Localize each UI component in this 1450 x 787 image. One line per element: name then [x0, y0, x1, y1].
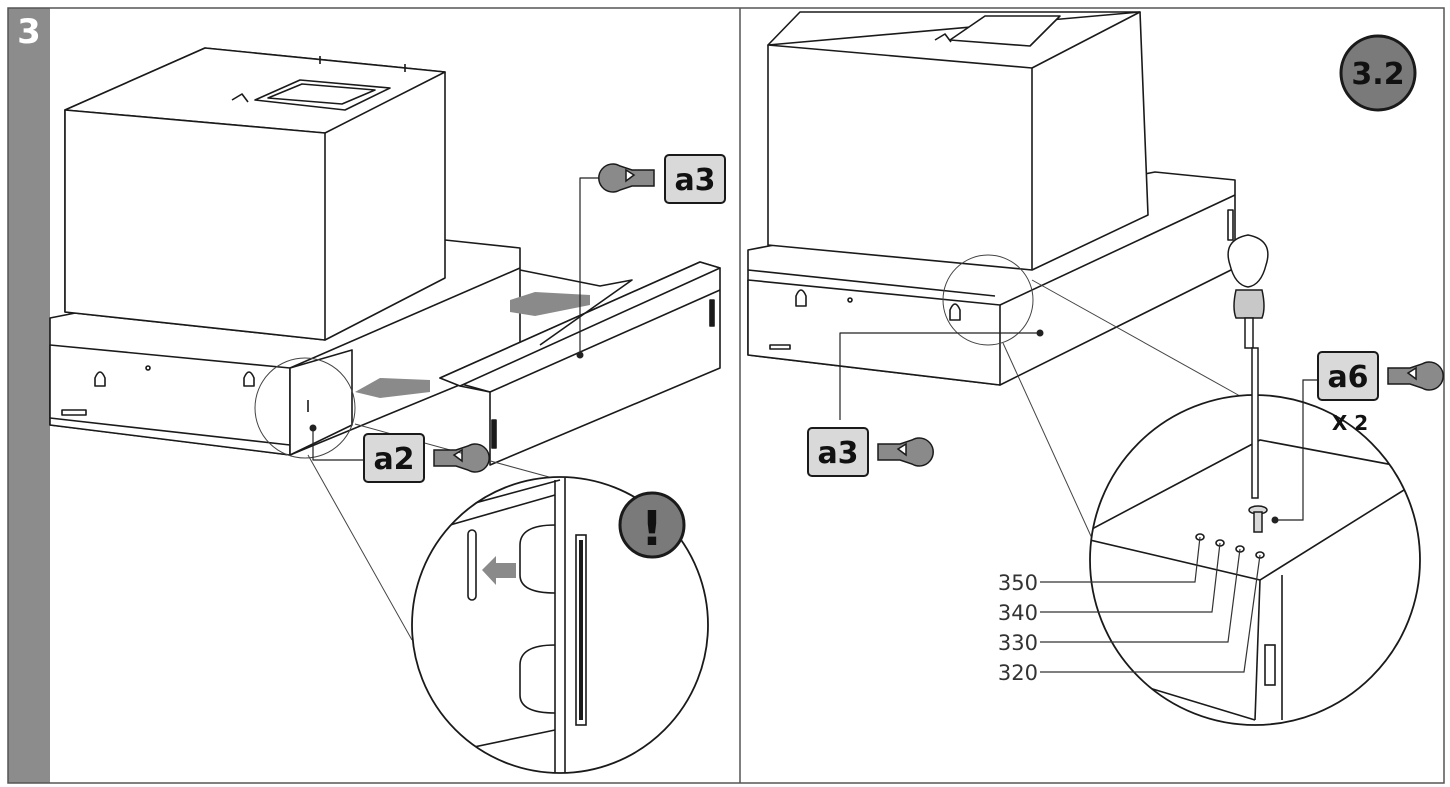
dimension-label: 340 — [998, 601, 1038, 625]
arrow-icon — [355, 378, 430, 398]
dimension-labels: 350 340 330 320 — [998, 571, 1038, 685]
dimension-leaders — [1040, 536, 1261, 673]
tag-label: a3 — [817, 436, 858, 471]
tag-label: a2 — [373, 442, 414, 477]
substep-badge: 3.2 — [1339, 34, 1417, 112]
arrow-icon — [482, 556, 516, 585]
screw-icon — [1248, 505, 1268, 533]
wrench-icon — [877, 437, 934, 467]
warning-badge-text: ! — [641, 501, 663, 557]
dimension-label: 330 — [998, 631, 1038, 655]
quantity-label: X 2 — [1332, 411, 1368, 435]
tag-a3-top: a3 — [598, 154, 726, 204]
tag-a2: a2 — [363, 433, 490, 483]
motor-box — [64, 47, 446, 341]
arrow-icon — [510, 292, 590, 316]
tag-label: a3 — [674, 163, 715, 198]
tag-a3-right: a3 — [807, 427, 934, 477]
screwdriver-icon — [1227, 234, 1269, 499]
motor-box-right — [767, 11, 1149, 271]
dimension-label: 350 — [998, 571, 1038, 595]
dimension-label: 320 — [998, 661, 1038, 685]
right-panel — [747, 11, 1241, 546]
wrench-icon — [433, 443, 490, 473]
tag-a6: a6 X 2 — [1317, 351, 1444, 435]
warning-icon: ! — [618, 491, 686, 559]
step-number: 3 — [17, 12, 41, 52]
substep-badge-text: 3.2 — [1351, 57, 1404, 92]
wrench-icon — [598, 163, 655, 193]
wrench-icon — [1387, 361, 1444, 391]
right-zoom-detail — [1040, 379, 1421, 726]
tag-label: a6 — [1327, 360, 1368, 395]
outer-frame — [7, 7, 1445, 784]
step-strip — [8, 8, 50, 783]
left-panel — [49, 47, 721, 641]
trim-panel-a2 — [289, 349, 353, 456]
